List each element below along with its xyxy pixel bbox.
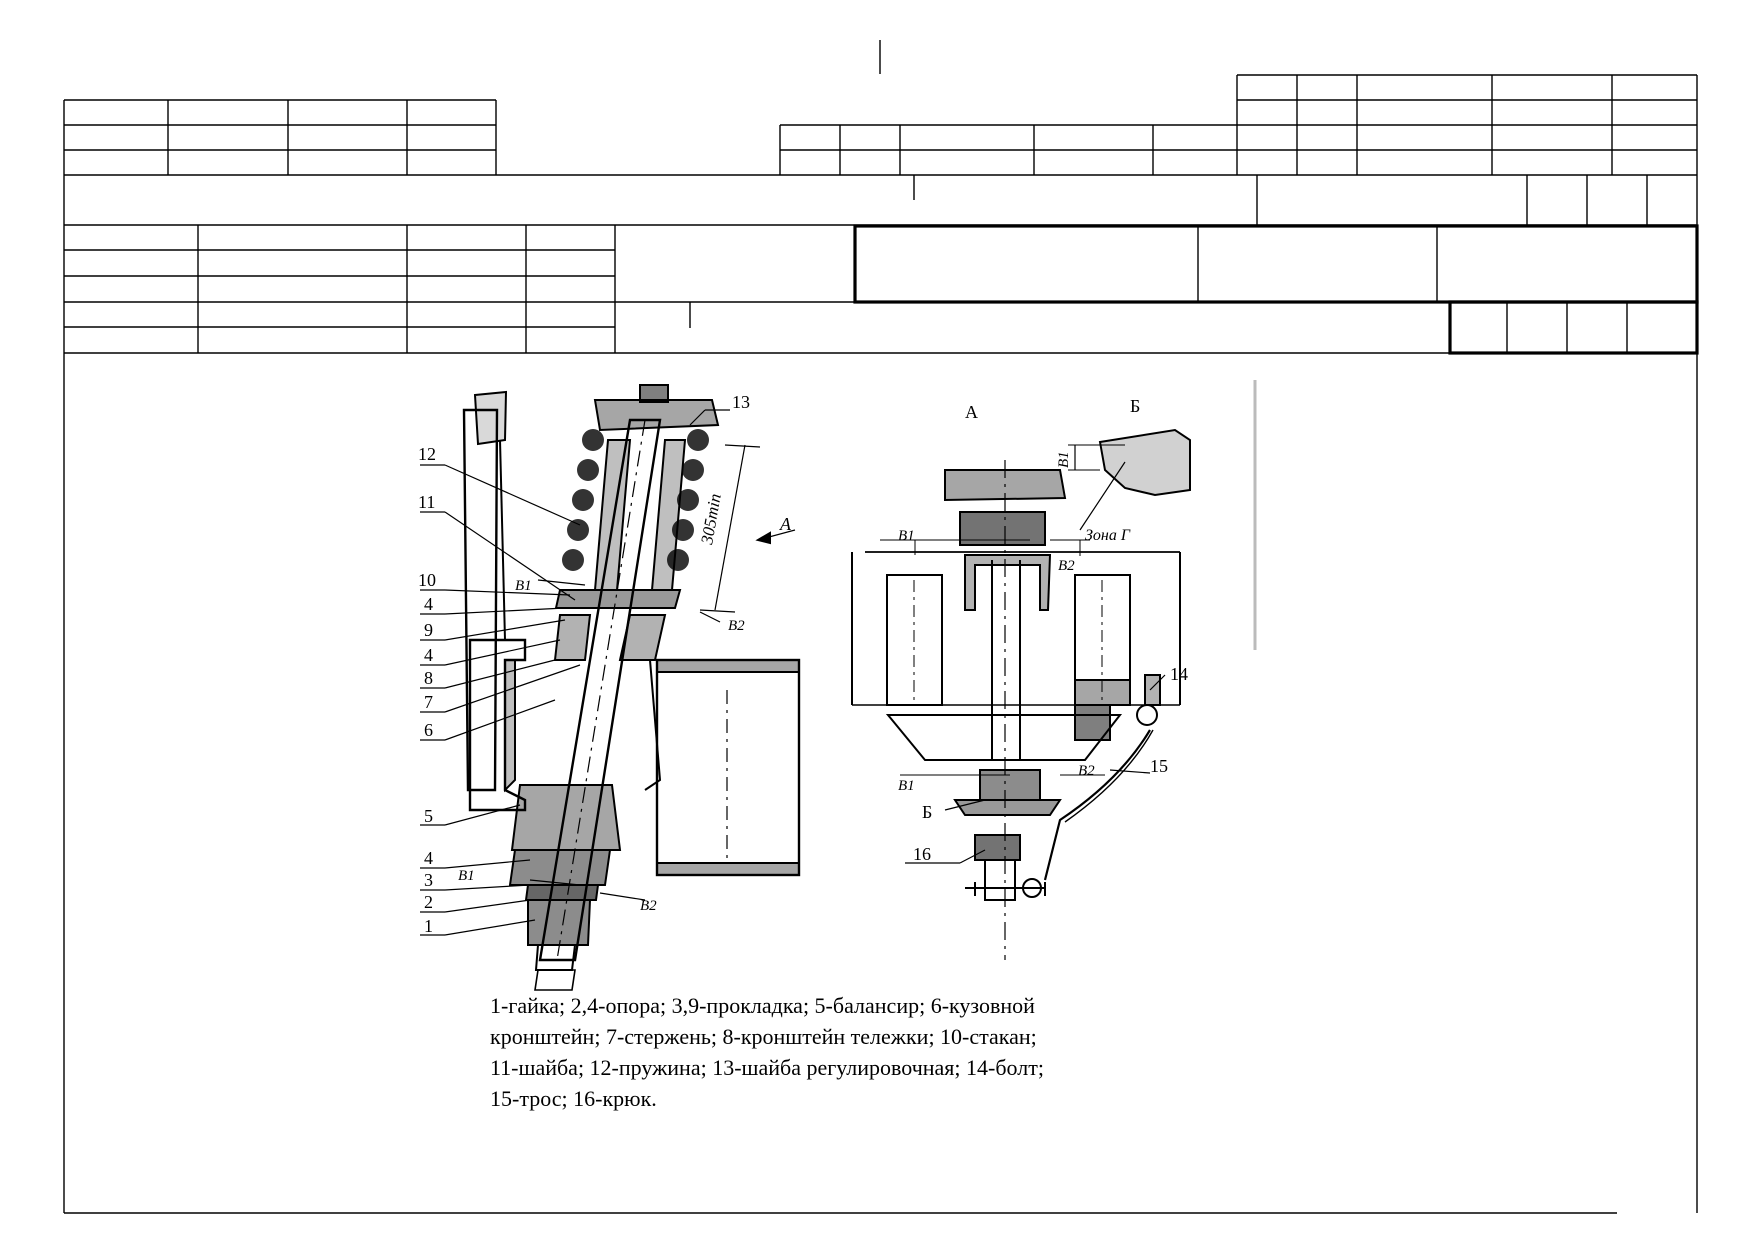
gap-label-b1-lower: B1 [458,868,475,884]
legend-line-4: 15-трос; 16-крюк. [490,1086,657,1111]
legend-line-2: кронштейн; 7-стержень; 8-кронштейн тележ… [490,1024,1037,1049]
gap-b2-bottom: B2 [1078,763,1095,779]
right-view-drawing [851,428,1191,960]
callout-16: 16 [913,844,931,864]
callout-4b: 4 [424,645,433,665]
callout-8: 8 [424,668,433,688]
callout-9: 9 [424,620,433,640]
callout-6: 6 [424,720,433,740]
gap-label-b2-lower: B2 [640,898,657,914]
callout-10: 10 [418,570,436,590]
callout-2: 2 [424,892,433,912]
gap-b1-bottom: B1 [898,778,915,794]
legend-line-3: 11-шайба; 12-пружина; 13-шайба регулиров… [490,1055,1044,1080]
view-label-b: Б [1130,396,1140,416]
legend-line-1: 1-гайка; 2,4-опора; 3,9-прокладка; 5-бал… [490,993,1035,1018]
view-label-a: А [965,402,978,422]
thick-boxes [853,224,1699,355]
callout-14: 14 [1170,664,1188,684]
gap-b2-top: B2 [1058,558,1075,574]
callout-4c: 4 [424,848,433,868]
left-view-text: 13 12 11 10 4 9 4 8 7 6 5 4 3 2 1 A B1 B… [418,392,792,936]
callout-3: 3 [424,870,433,890]
dimension-305min: 305min [697,492,725,547]
gap-b1-top: B1 [898,528,915,544]
gap-b1-detail: B1 [1056,451,1072,468]
parts-legend: 1-гайка; 2,4-опора; 3,9-прокладка; 5-бал… [490,992,1210,1116]
callout-1: 1 [424,916,433,936]
callout-5: 5 [424,806,433,826]
right-view-text: А Б Зона Г B1 B2 B1 B2 Б B1 14 15 16 [898,396,1188,864]
left-view-drawing [420,384,801,991]
callout-7: 7 [424,692,433,712]
callout-13: 13 [732,392,750,412]
callout-12: 12 [418,444,436,464]
callout-4a: 4 [424,594,433,614]
callout-11: 11 [418,492,435,512]
gap-label-b2-upper: B2 [728,618,745,634]
gap-label-b1-upper: B1 [515,578,532,594]
left-callout-leaders [420,409,730,936]
spring-coils [562,429,709,571]
callout-15: 15 [1150,756,1168,776]
section-mark-b: Б [922,802,932,822]
arrow-label-a: A [779,514,792,534]
zone-label: Зона Г [1085,527,1131,544]
